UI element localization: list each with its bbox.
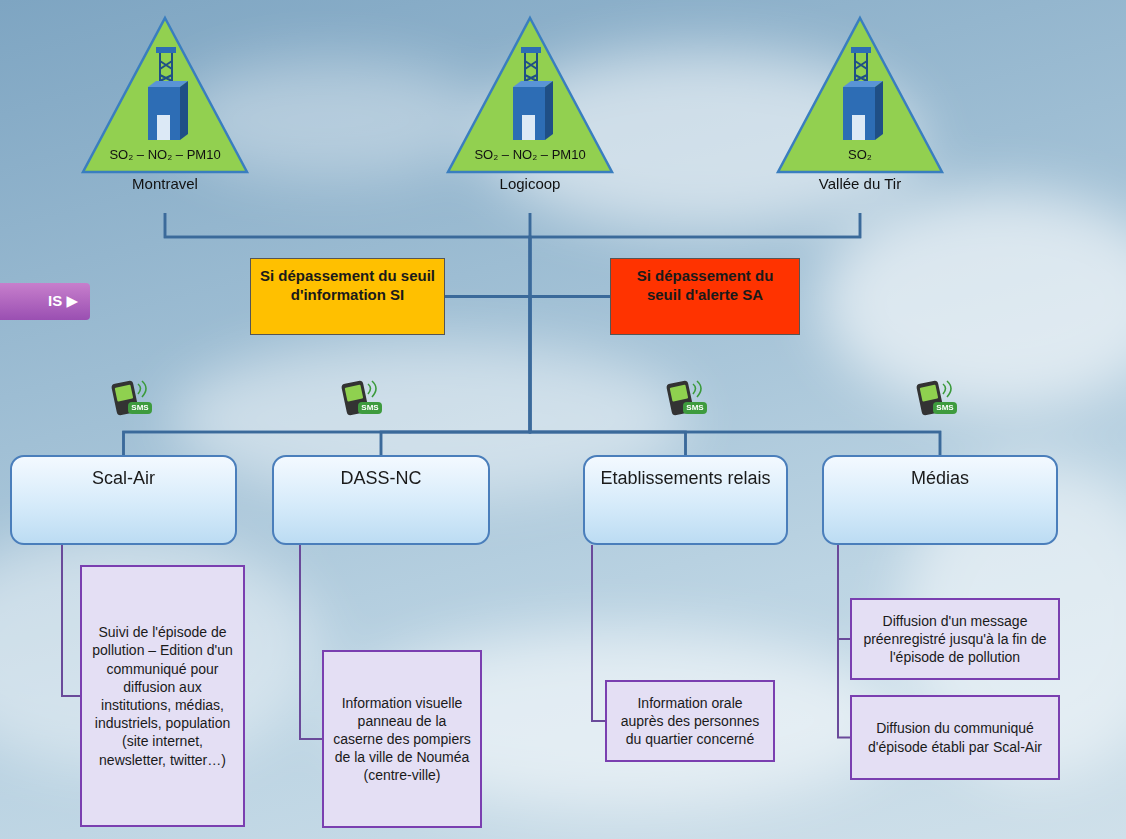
station-triangle: SO₂ Vallée du Tir <box>775 15 945 213</box>
text-holder: Information visuelle panneau de la caser… <box>332 694 472 785</box>
mast-top <box>521 47 541 53</box>
sms-badge-text: SMS <box>933 402 957 414</box>
nav-tab: IS ▶ <box>0 283 90 320</box>
action-text: Diffusion du communiqué d'épisode établi… <box>860 719 1050 755</box>
text-holder: Diffusion d'un message préenregistré jus… <box>860 612 1050 667</box>
recipient-box: Scal-Air <box>10 455 237 545</box>
recipient-name: Etablissements relais <box>595 467 776 490</box>
building-door <box>522 115 535 140</box>
station-name: Montravel <box>80 175 250 193</box>
station-name: Vallée du Tir <box>775 175 945 193</box>
station-icon <box>513 47 553 140</box>
recipient-box: Médias <box>822 455 1058 545</box>
threshold-text: Si dépassement du seuil d'alerte SA <box>619 267 791 305</box>
station-icon <box>843 47 883 140</box>
recipient-name: Médias <box>834 467 1046 490</box>
action-text: Suivi de l'épisode de pollution – Editio… <box>90 623 235 769</box>
mast-top <box>851 47 871 53</box>
pollutant-list: SO₂ – NO₂ – PM10 <box>445 147 615 163</box>
threshold-box: Si dépassement du seuil d'information SI <box>250 258 445 335</box>
tab-label: IS ▶ <box>0 292 78 310</box>
connector-line <box>530 213 610 297</box>
station-triangle: SO₂ – NO₂ – PM10Logicoop <box>445 15 615 213</box>
building-door <box>157 115 170 140</box>
action-note-box: Diffusion d'un message préenregistré jus… <box>850 598 1060 680</box>
pollutant-list: SO₂ – NO₂ – PM10 <box>80 147 250 163</box>
connector-line <box>300 545 322 739</box>
connector-line <box>838 545 850 639</box>
sms-badge-text: SMS <box>358 402 382 414</box>
action-note-box: Diffusion du communiqué d'épisode établi… <box>850 695 1060 780</box>
action-note-box: Suivi de l'épisode de pollution – Editio… <box>80 565 245 827</box>
building-front <box>513 87 545 140</box>
sms-phone-icon <box>111 380 152 416</box>
building-side <box>875 81 883 140</box>
recipient-box: Etablissements relais <box>583 455 788 545</box>
building-side <box>180 81 188 140</box>
building-front <box>148 87 180 140</box>
building-side <box>545 81 553 140</box>
building-door <box>852 115 865 140</box>
mast-top <box>156 47 176 53</box>
text-holder: Suivi de l'épisode de pollution – Editio… <box>90 623 235 769</box>
text-holder: Diffusion du communiqué d'épisode établi… <box>860 719 1050 755</box>
action-note-box: Information visuelle panneau de la caser… <box>322 650 482 828</box>
sms-phone-icon <box>916 380 957 416</box>
sms-badge-text: SMS <box>128 402 152 414</box>
sms-phone-icon <box>341 380 382 416</box>
station-name: Logicoop <box>445 175 615 193</box>
threshold-box: Si dépassement du seuil d'alerte SA <box>610 258 800 335</box>
connector-line <box>62 545 80 696</box>
connector-line <box>445 213 530 297</box>
recipient-box: DASS-NC <box>272 455 490 545</box>
action-text: Diffusion d'un message préenregistré jus… <box>860 612 1050 667</box>
connector-line <box>838 545 850 738</box>
pollutant-list: SO₂ <box>775 147 945 163</box>
action-note-box: Information orale auprès des personnes d… <box>605 680 775 762</box>
station-triangle: SO₂ – NO₂ – PM10Montravel <box>80 15 250 213</box>
recipient-name: Scal-Air <box>22 467 225 490</box>
threshold-text: Si dépassement du seuil d'information SI <box>259 267 436 305</box>
action-text: Information visuelle panneau de la caser… <box>332 694 472 785</box>
sms-phone-icon <box>666 380 707 416</box>
station-icon <box>148 47 188 140</box>
sms-badge-text: SMS <box>683 402 707 414</box>
connector-line <box>592 545 605 721</box>
building-front <box>843 87 875 140</box>
recipient-name: DASS-NC <box>284 467 478 490</box>
text-holder: Information orale auprès des personnes d… <box>615 694 765 749</box>
action-text: Information orale auprès des personnes d… <box>615 694 765 749</box>
